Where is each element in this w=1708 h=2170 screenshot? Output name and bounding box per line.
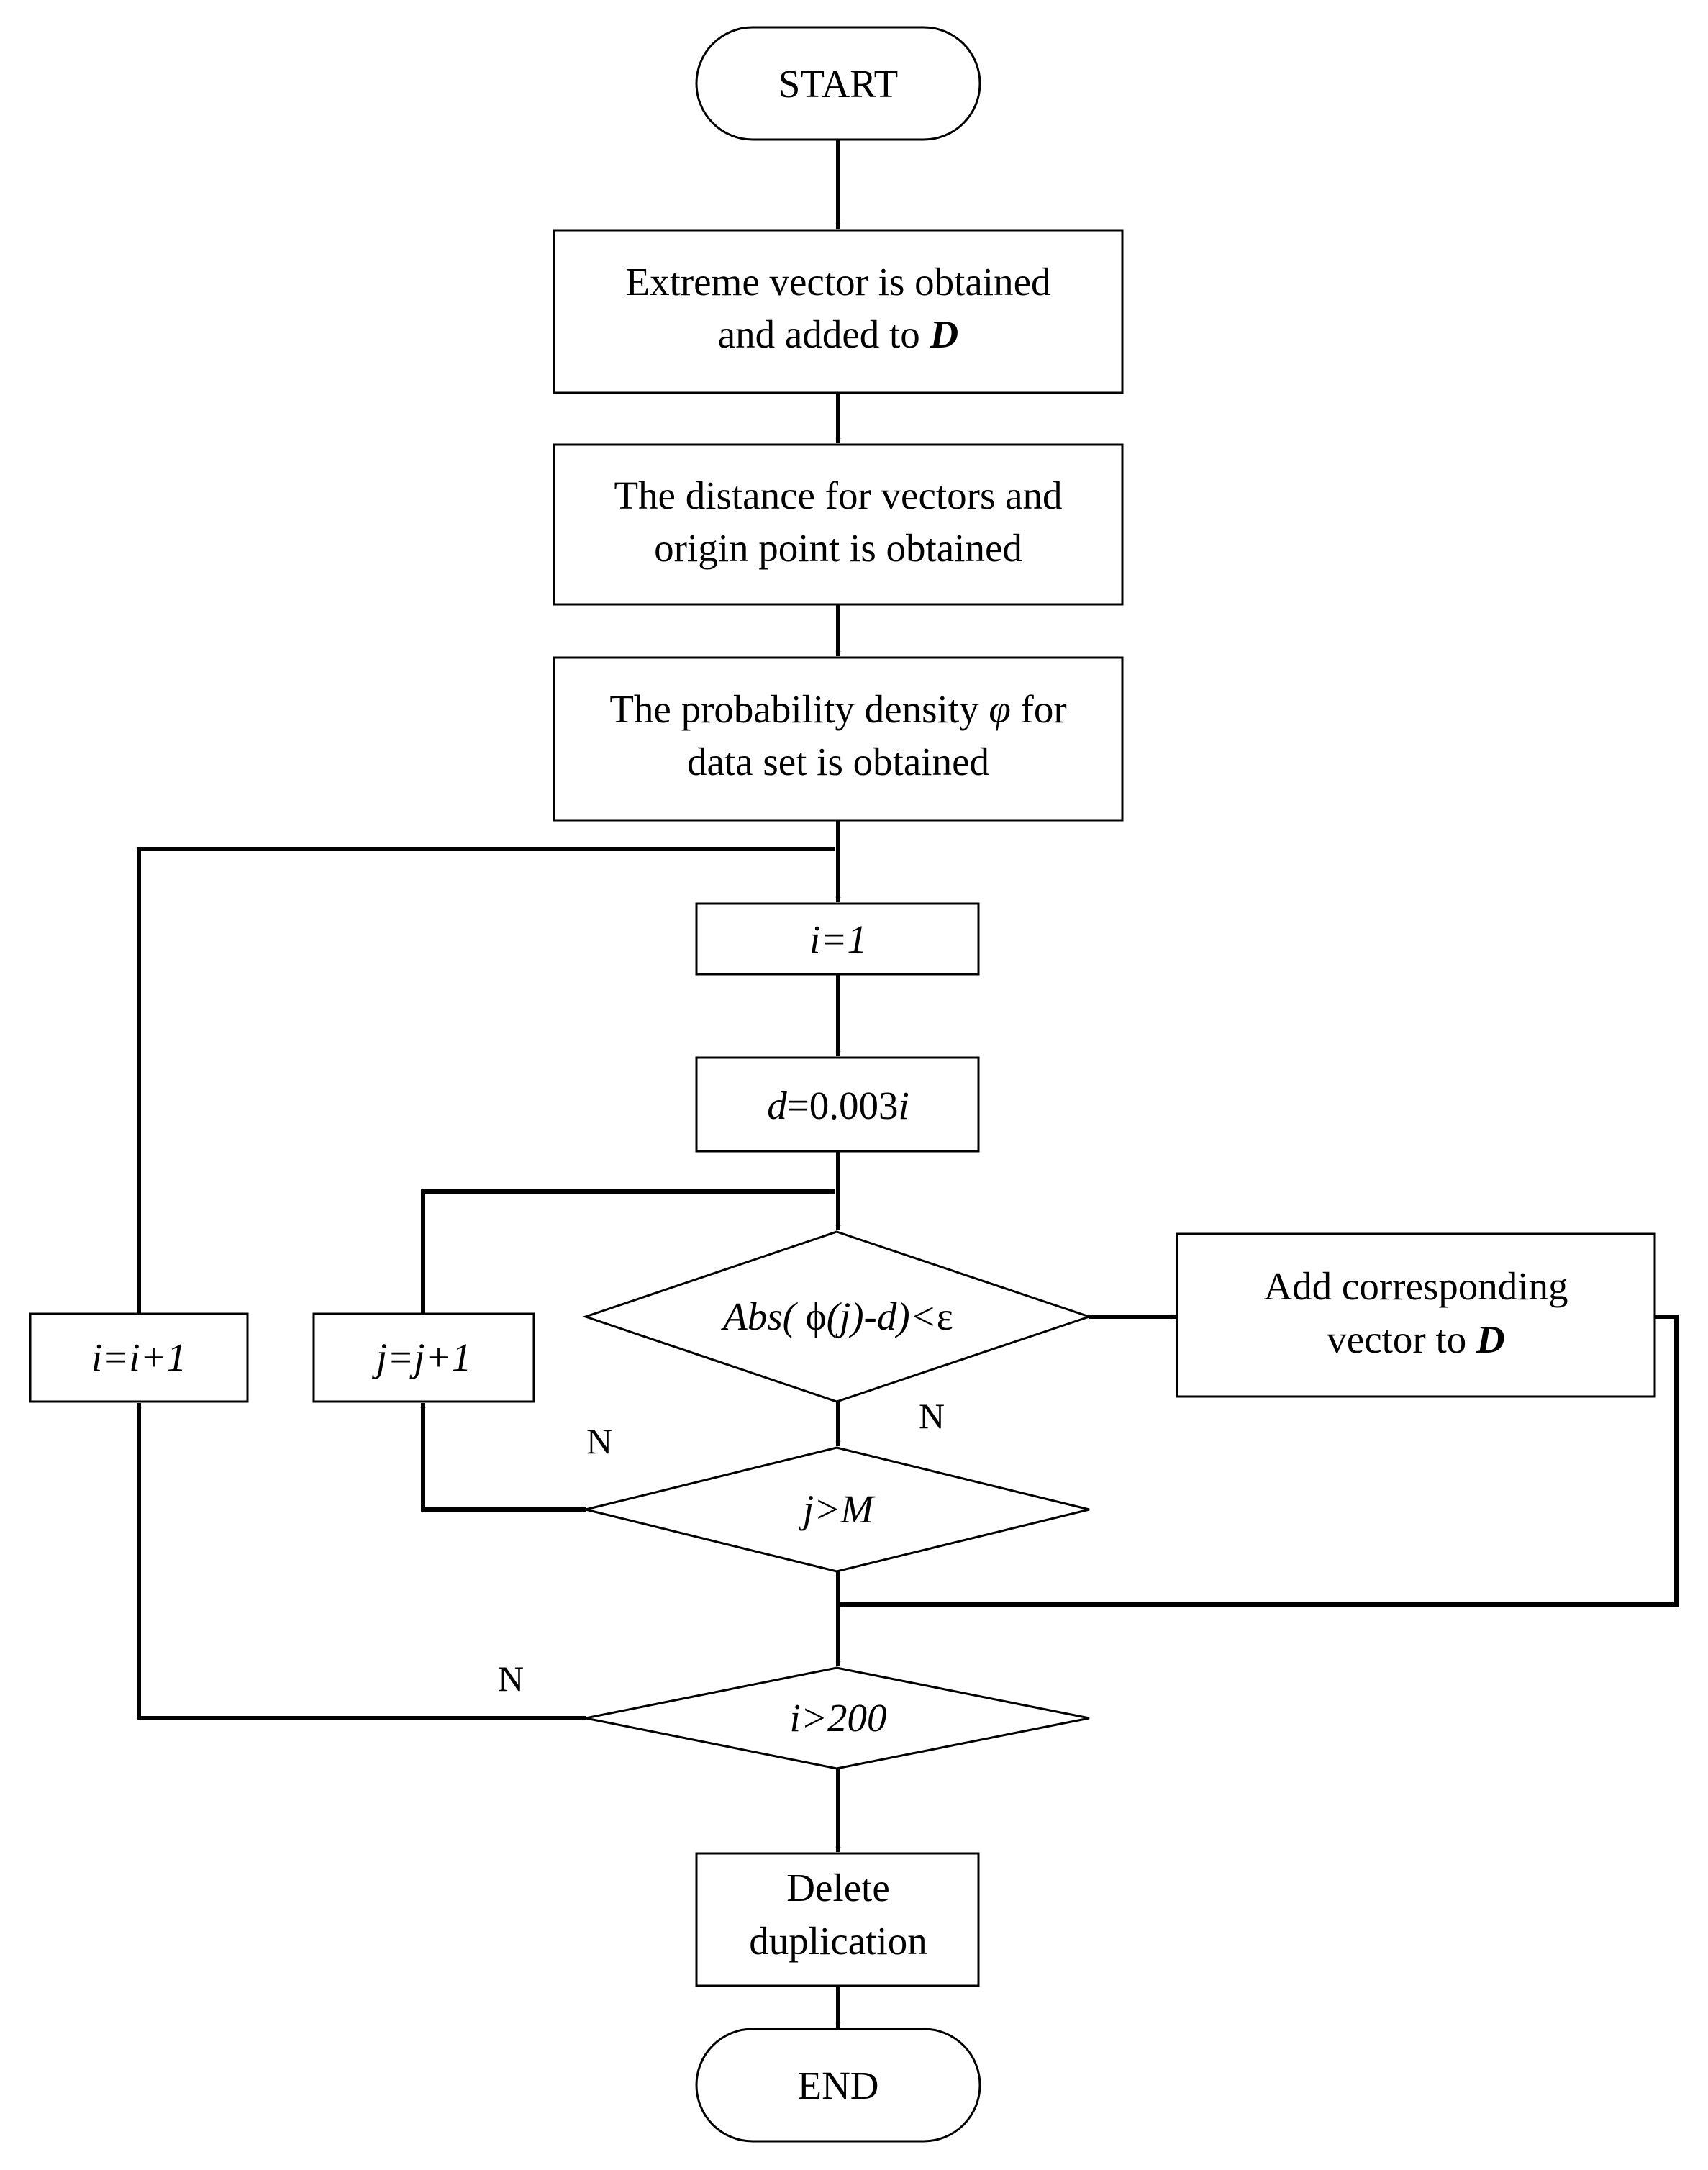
abs-text: Abs( (720, 1294, 806, 1338)
arrow-add-vector-to-merge (840, 1315, 1679, 1607)
d-variable: d (767, 1084, 787, 1127)
end-terminal (695, 2028, 981, 2143)
j-increment-label: j=j+1 (372, 1335, 471, 1379)
distance-line-2: origin point is obtained (654, 526, 1022, 570)
abs-no-label: N (919, 1396, 945, 1436)
density-text: The probability density (609, 687, 989, 731)
distance-box (553, 443, 1124, 606)
arrow-j-no-to-j-increment (420, 1403, 586, 1512)
d-equation: =0.003 (787, 1084, 899, 1127)
i-init-label: i=1 (809, 917, 867, 961)
add-vector-line-1: Add corresponding (1263, 1264, 1568, 1308)
phi-symbol-condition: ϕ (806, 1294, 827, 1338)
i-condition-label: i>200 (790, 1696, 887, 1740)
arrow-j-increment-loop-back (421, 1189, 835, 1314)
d-assign-label: d=0.003i (767, 1084, 909, 1127)
i-variable: i (899, 1084, 909, 1127)
j-condition-label: j>M (799, 1487, 876, 1531)
start-label: START (778, 62, 898, 106)
add-vector-line-2: vector to D (1327, 1317, 1504, 1361)
delete-line-1: Delete (786, 1866, 890, 1910)
density-line-2: data set is obtained (687, 740, 989, 784)
set-d-symbol-2: D (1476, 1317, 1505, 1361)
density-line-1: The probability density φ for (609, 687, 1066, 731)
extreme-vector-line-2: and added to D (718, 312, 959, 356)
arrow-i-increment-loop-back (137, 846, 835, 1314)
d-assign-box (695, 1056, 980, 1153)
delete-line-2: duplication (749, 1919, 927, 1963)
end-label: END (797, 2064, 878, 2107)
arrow-i-no-to-i-increment (136, 1403, 586, 1720)
i-increment-label: i=i+1 (91, 1335, 186, 1379)
j-no-label: N (586, 1421, 612, 1461)
density-text-tail: for (1011, 687, 1067, 731)
add-vector-text: vector to (1327, 1317, 1476, 1361)
phi-symbol: φ (989, 687, 1010, 731)
epsilon-symbol: ε (937, 1294, 953, 1338)
distance-line-1: The distance for vectors and (614, 473, 1062, 517)
add-vector-box (1176, 1232, 1656, 1398)
extreme-vector-line-1: Extreme vector is obtained (625, 260, 1050, 304)
set-d-symbol: D (930, 312, 959, 356)
density-box (553, 656, 1124, 822)
extreme-vector-box (553, 229, 1124, 394)
i-no-label: N (498, 1658, 524, 1699)
abs-text-tail: (j)-d)< (827, 1294, 937, 1338)
extreme-vector-text: and added to (718, 312, 930, 356)
i-init-box (695, 902, 980, 976)
abs-condition-label: Abs( ϕ(j)-d)<ε (720, 1294, 953, 1338)
